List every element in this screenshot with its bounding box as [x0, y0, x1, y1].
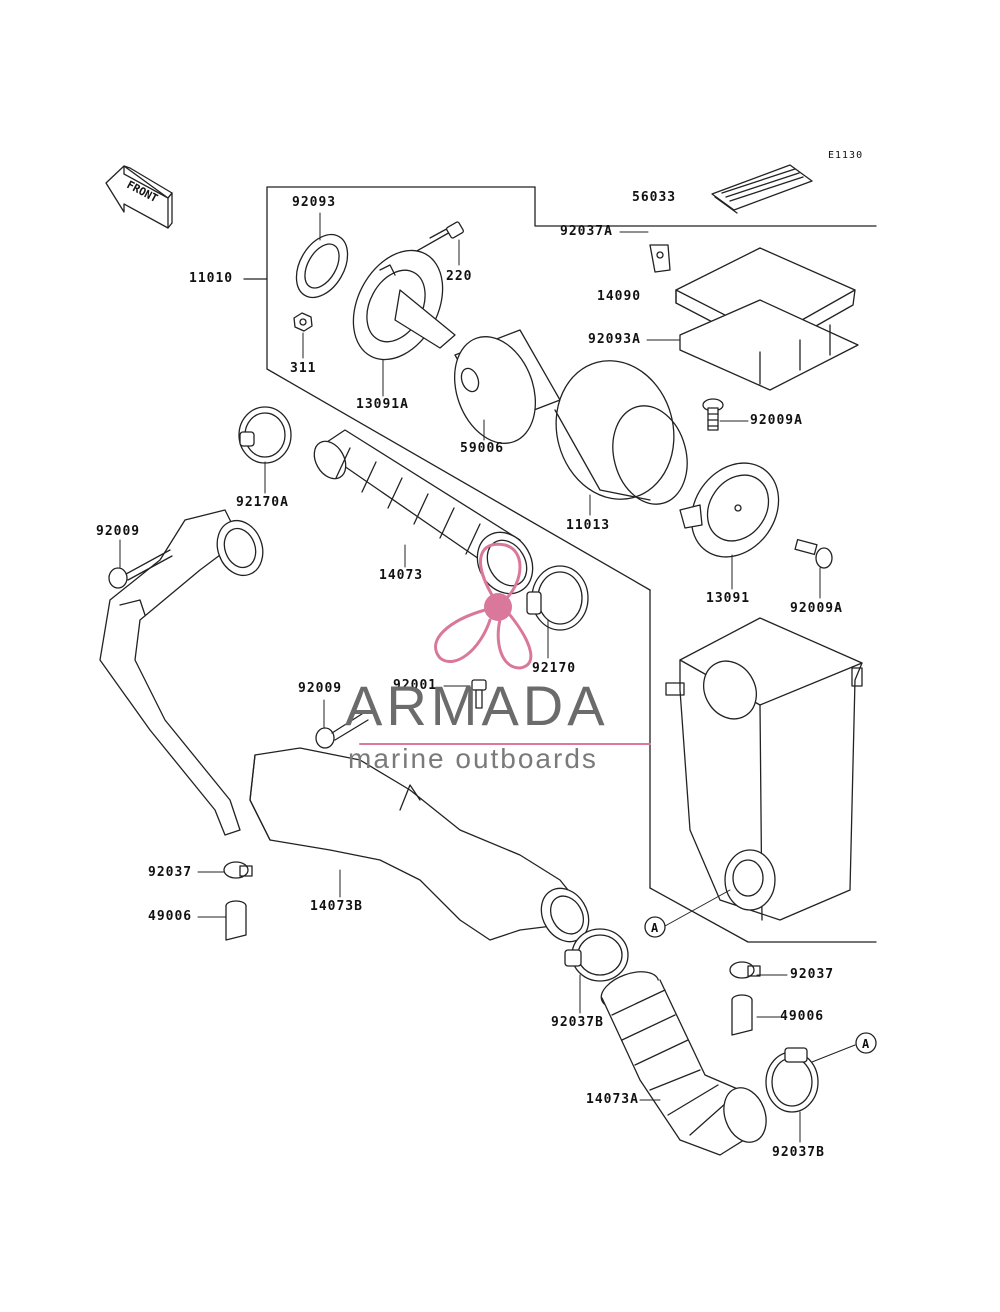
part-label-13091: 13091: [706, 591, 751, 606]
clamp-92037B-bottom: [765, 1047, 819, 1113]
watermark-propeller-icon: [359, 542, 651, 745]
nut-311: [293, 312, 313, 332]
watermark-brand: ARMADA: [345, 674, 609, 737]
part-label-14073: 14073: [379, 568, 424, 583]
part-label-92009-left: 92009: [96, 524, 141, 539]
part-label-220: 220: [446, 269, 473, 284]
part-label-92037-left: 92037: [148, 865, 193, 880]
part-label-49006-right: 49006: [780, 1009, 825, 1024]
part-label-92037B-bottom: 92037B: [772, 1145, 825, 1160]
clamp-92170: [526, 565, 589, 631]
part-label-92037-right: 92037: [790, 967, 835, 982]
part-label-13091A: 13091A: [356, 397, 409, 412]
callout-a-right-letter: A: [862, 1037, 870, 1051]
clamp-92037-right: [729, 961, 761, 979]
air-cleaner-cap-13091A: [352, 249, 456, 361]
part-label-14073A: 14073A: [586, 1092, 639, 1107]
cap-plate-13091: [679, 462, 780, 558]
callout-a-left-letter: A: [651, 921, 659, 935]
part-label-59006: 59006: [460, 441, 505, 456]
duct-14073B: [249, 747, 590, 943]
part-label-311: 311: [290, 361, 317, 376]
leader-lines: [119, 212, 856, 1143]
assembly-bracket-lines: [243, 186, 877, 943]
part-label-92009A-top: 92009A: [750, 413, 803, 428]
part-label-92009A-bottom: 92009A: [790, 601, 843, 616]
screw-92009A-top: [702, 398, 724, 431]
bolt-92009-left: [108, 549, 173, 589]
part-label-14073B: 14073B: [310, 899, 363, 914]
clip-92037A: [649, 244, 671, 273]
callout-a-left: [644, 916, 666, 938]
part-label-92037A: 92037A: [560, 224, 613, 239]
part-label-92093A: 92093A: [588, 332, 641, 347]
part-label-49006-left: 49006: [148, 909, 193, 924]
part-label-56033: 56033: [632, 190, 677, 205]
part-label-92001: 92001: [393, 678, 438, 693]
clamp-92170A: [238, 406, 292, 464]
intake-duct-left: [99, 509, 264, 836]
part-label-11013: 11013: [566, 518, 611, 533]
part-label-92170A: 92170A: [236, 495, 289, 510]
ref-code: E1130: [828, 150, 864, 161]
clamp-92037-left: [223, 861, 253, 879]
fitting-49006-left: [225, 900, 247, 941]
front-label: FRONT: [125, 178, 161, 205]
screw-92009A-bottom: [794, 538, 833, 569]
fitting-49006-right: [731, 994, 753, 1036]
part-label-11010: 11010: [189, 271, 234, 286]
part-label-92093: 92093: [292, 195, 337, 210]
part-label-92037B-mid: 92037B: [551, 1015, 604, 1030]
outer-filter-11013: [554, 360, 688, 505]
clamp-92037B-mid: [564, 928, 629, 982]
duct-14073: [313, 429, 534, 595]
airbox-cover-14090: [675, 247, 859, 391]
label-plate-56033: [711, 164, 813, 214]
part-label-92009-mid: 92009: [298, 681, 343, 696]
seal-ring-92093: [295, 233, 349, 299]
filter-element-59006: [453, 329, 561, 444]
airbox-body: [665, 617, 863, 921]
front-arrow-icon: [105, 165, 173, 229]
callout-a-right: [855, 1032, 877, 1054]
duct-14073A: [600, 971, 767, 1156]
bolt-92009-mid: [315, 711, 369, 749]
bolt-92001: [471, 679, 487, 709]
watermark-tagline: marine outboards: [348, 743, 598, 774]
part-label-92170: 92170: [532, 661, 577, 676]
part-label-14090: 14090: [597, 289, 642, 304]
